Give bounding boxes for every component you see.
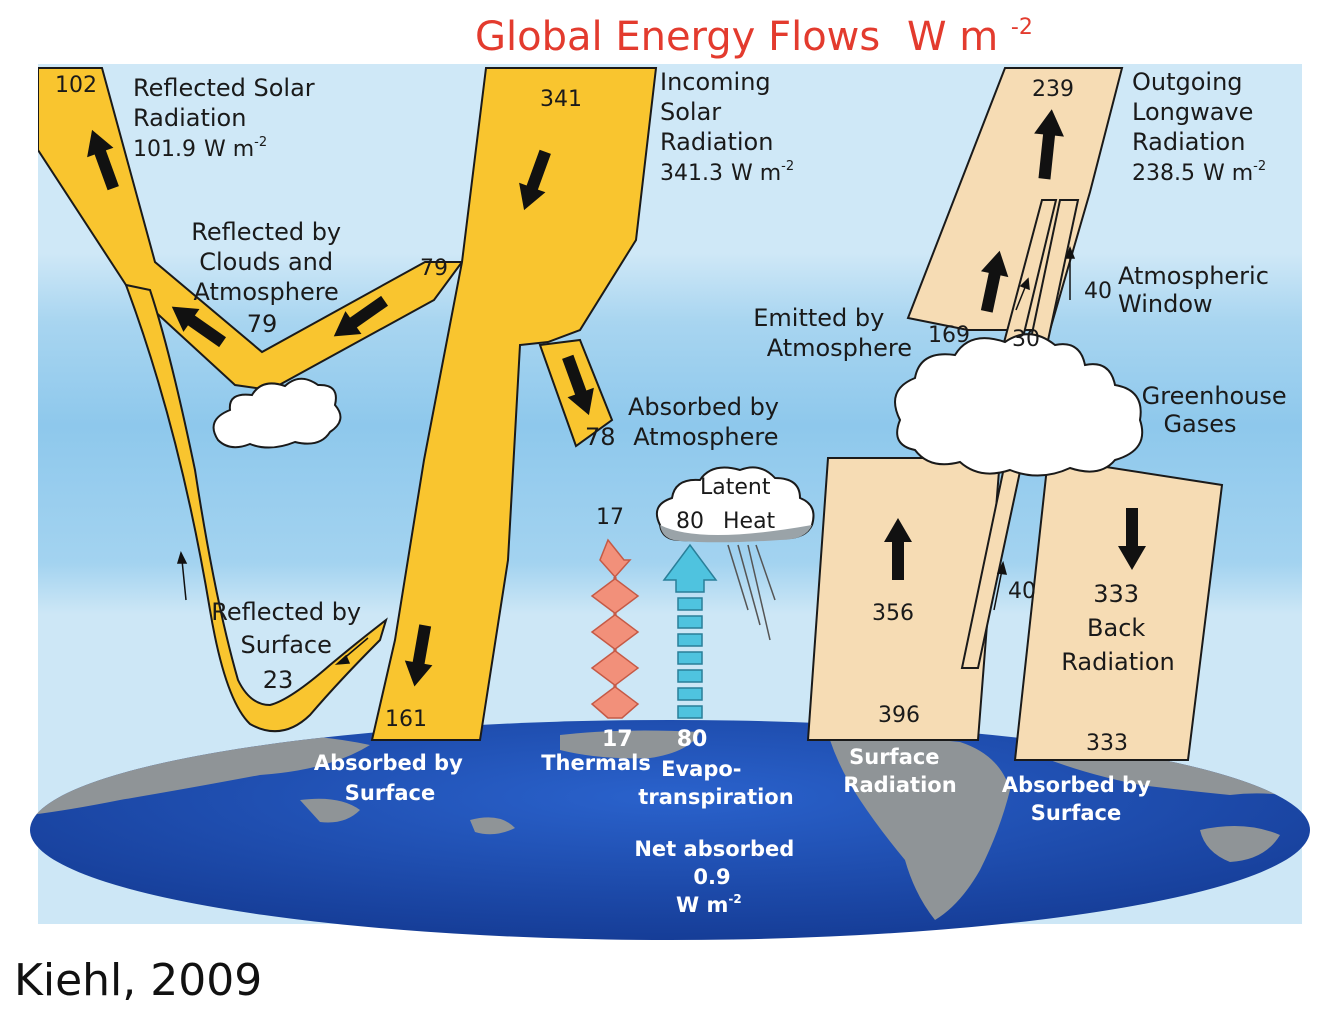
rain-cloud (656, 466, 815, 641)
title: Global Energy Flows (475, 14, 880, 60)
surface-radiation-label: Surface Radiation (843, 745, 956, 797)
incoming-solar-band (370, 67, 658, 741)
absorbed-atmosphere-line2: 78 Atmosphere (585, 423, 778, 451)
outgoing-longwave-arrow (1034, 109, 1064, 180)
latent-heat-line2: 80 Heat (676, 509, 776, 534)
emitted-atmosphere-arrow (980, 250, 1009, 313)
flow-arrows (87, 109, 1146, 687)
latent-heat-line1: Latent (700, 475, 771, 500)
back-radiation-absorbed-label: Absorbed by Surface (1002, 773, 1158, 825)
reflected-solar-arrow (87, 129, 119, 191)
left-cloud (212, 377, 342, 449)
thermals-value: 17 (602, 727, 633, 752)
absorbed-atmosphere-arrow (562, 354, 594, 416)
emitted-atmosphere-value: 169 (928, 323, 970, 348)
incoming-solar-value: 341 (540, 87, 582, 112)
back-radiation-band (1013, 456, 1224, 761)
reflected-solar-value: 102 (55, 73, 97, 98)
surface-radiation-arrow (884, 518, 912, 580)
clouds-reflect-arrow-left (171, 306, 227, 348)
surface-radiation-band (806, 457, 1002, 741)
absorbed-atmosphere-line1: Absorbed by (628, 393, 779, 421)
reflected-clouds-branch-value: 79 (420, 256, 448, 281)
thin-arrows (176, 245, 1076, 665)
absorbed-surface-arrow (404, 624, 433, 687)
net-absorbed-label: Net absorbed 0.9 (634, 837, 801, 889)
atmospheric-window-lower-value: 40 (1008, 579, 1036, 604)
citation: Kiehl, 2009 (14, 955, 262, 1006)
thermals-top-value: 17 (596, 505, 624, 530)
atmospheric-window-label: Atmospheric Window (1118, 262, 1277, 318)
evapotranspiration-arrow (662, 543, 718, 719)
atmospheric-window-value: 40 (1084, 279, 1112, 304)
svg-text:Global Energy Flows W m: Global Energy Flows W m -2 (475, 14, 1033, 60)
back-radiation-arrow (1118, 508, 1146, 570)
evapotranspiration-label: Evapo- transpiration (638, 757, 793, 809)
incoming-solar-arrow (519, 149, 551, 211)
emitted-atmosphere-label: Emitted by Atmosphere (753, 304, 912, 362)
right-cloud (894, 333, 1144, 477)
title-unit-exponent: -2 (1011, 15, 1033, 40)
cloud-emission-value: 30 (1012, 327, 1040, 352)
reflected-surface-label: Reflected by Surface 23 (211, 598, 369, 694)
reflected-clouds-label: Reflected by Clouds and Atmosphere 79 (191, 218, 349, 338)
surface-radiation-value: 356 (872, 601, 914, 626)
clouds-reflect-arrow-right (333, 295, 389, 337)
back-radiation-label: 333 Back Radiation (1061, 580, 1174, 676)
evapotranspiration-value: 80 (677, 727, 708, 752)
outgoing-longwave-value: 239 (1032, 77, 1074, 102)
net-absorbed-unit: W m-2 (676, 892, 742, 917)
outgoing-longwave-label: Outgoing Longwave Radiation (1132, 68, 1261, 156)
thermals-arrow (590, 538, 640, 719)
reflected-solar-label: Reflected Solar Radiation (133, 74, 322, 132)
reflected-solar-band (38, 67, 464, 392)
absorbed-surface-value: 161 (385, 707, 427, 732)
greenhouse-label: Greenhouse Gases (1142, 382, 1295, 438)
reflected-surface-loop (124, 283, 388, 733)
incoming-solar-label: Incoming Solar Radiation (660, 68, 778, 156)
surface-radiation-total: 396 (878, 703, 920, 728)
title-unit: W m (907, 14, 998, 60)
thermals-label: Thermals (541, 751, 651, 775)
absorbed-surface-label: Absorbed by Surface (314, 751, 470, 805)
back-radiation-absorbed-value: 333 (1086, 731, 1128, 756)
